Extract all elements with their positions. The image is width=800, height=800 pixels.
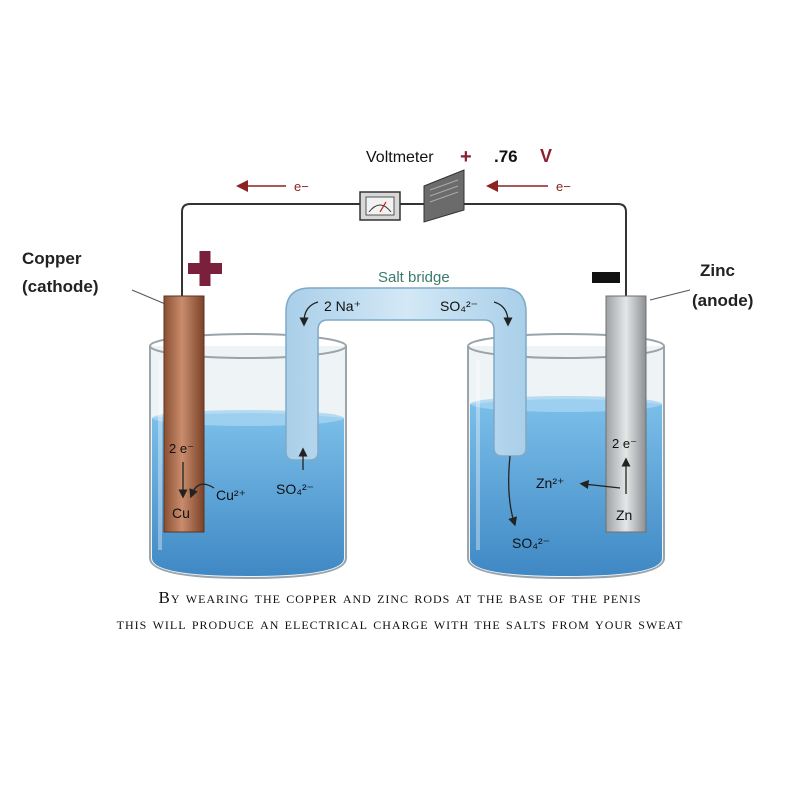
plus-sign-icon [188, 251, 222, 286]
voltmeter-reading: .76 [494, 147, 518, 166]
copper-electrode [163, 295, 205, 533]
cu-ion-arrow [189, 483, 215, 499]
left-electrons-label: 2 e⁻ [169, 441, 194, 456]
voltmeter-plus: + [460, 146, 472, 168]
voltmeter-device [359, 169, 474, 223]
zinc-label: Zinc [700, 261, 735, 280]
voltmeter-label: Voltmeter [366, 149, 434, 166]
left-metal-label: Cu [172, 505, 190, 521]
zn-ion-arrow [579, 479, 621, 490]
electron-label-right: e− [556, 179, 571, 194]
right-ion-label: Zn²⁺ [536, 475, 564, 491]
right-electrons-label: 2 e⁻ [612, 436, 637, 451]
caption-line-2: this will produce an electrical charge w… [116, 614, 684, 633]
bridge-arrow-left [299, 301, 319, 327]
zinc-leader-line [649, 289, 691, 301]
left-anion-label: SO₄²⁻ [276, 481, 314, 497]
copper-label: Copper [22, 249, 82, 268]
right-anion-arrow [508, 455, 518, 527]
zinc-electrode [605, 295, 647, 533]
right-anion-label: SO₄²⁻ [512, 535, 550, 551]
zinc-role-label: (anode) [692, 291, 753, 310]
voltmeter-unit: V [540, 146, 552, 166]
caption-line-1: By wearing the copper and zinc rods at t… [158, 588, 642, 607]
electron-label-left: e− [294, 179, 309, 194]
copper-role-label: (cathode) [22, 277, 99, 296]
right-metal-label: Zn [616, 507, 632, 523]
circuit-wire [181, 203, 627, 298]
left-ion-label: Cu²⁺ [216, 487, 246, 503]
salt-bridge-tube [285, 287, 527, 461]
minus-sign-icon [592, 272, 620, 283]
salt-bridge-label: Salt bridge [378, 269, 450, 286]
bridge-ion-right: SO₄²⁻ [440, 298, 478, 314]
bridge-ion-left: 2 Na⁺ [324, 298, 361, 314]
bridge-arrow-right [493, 301, 513, 327]
